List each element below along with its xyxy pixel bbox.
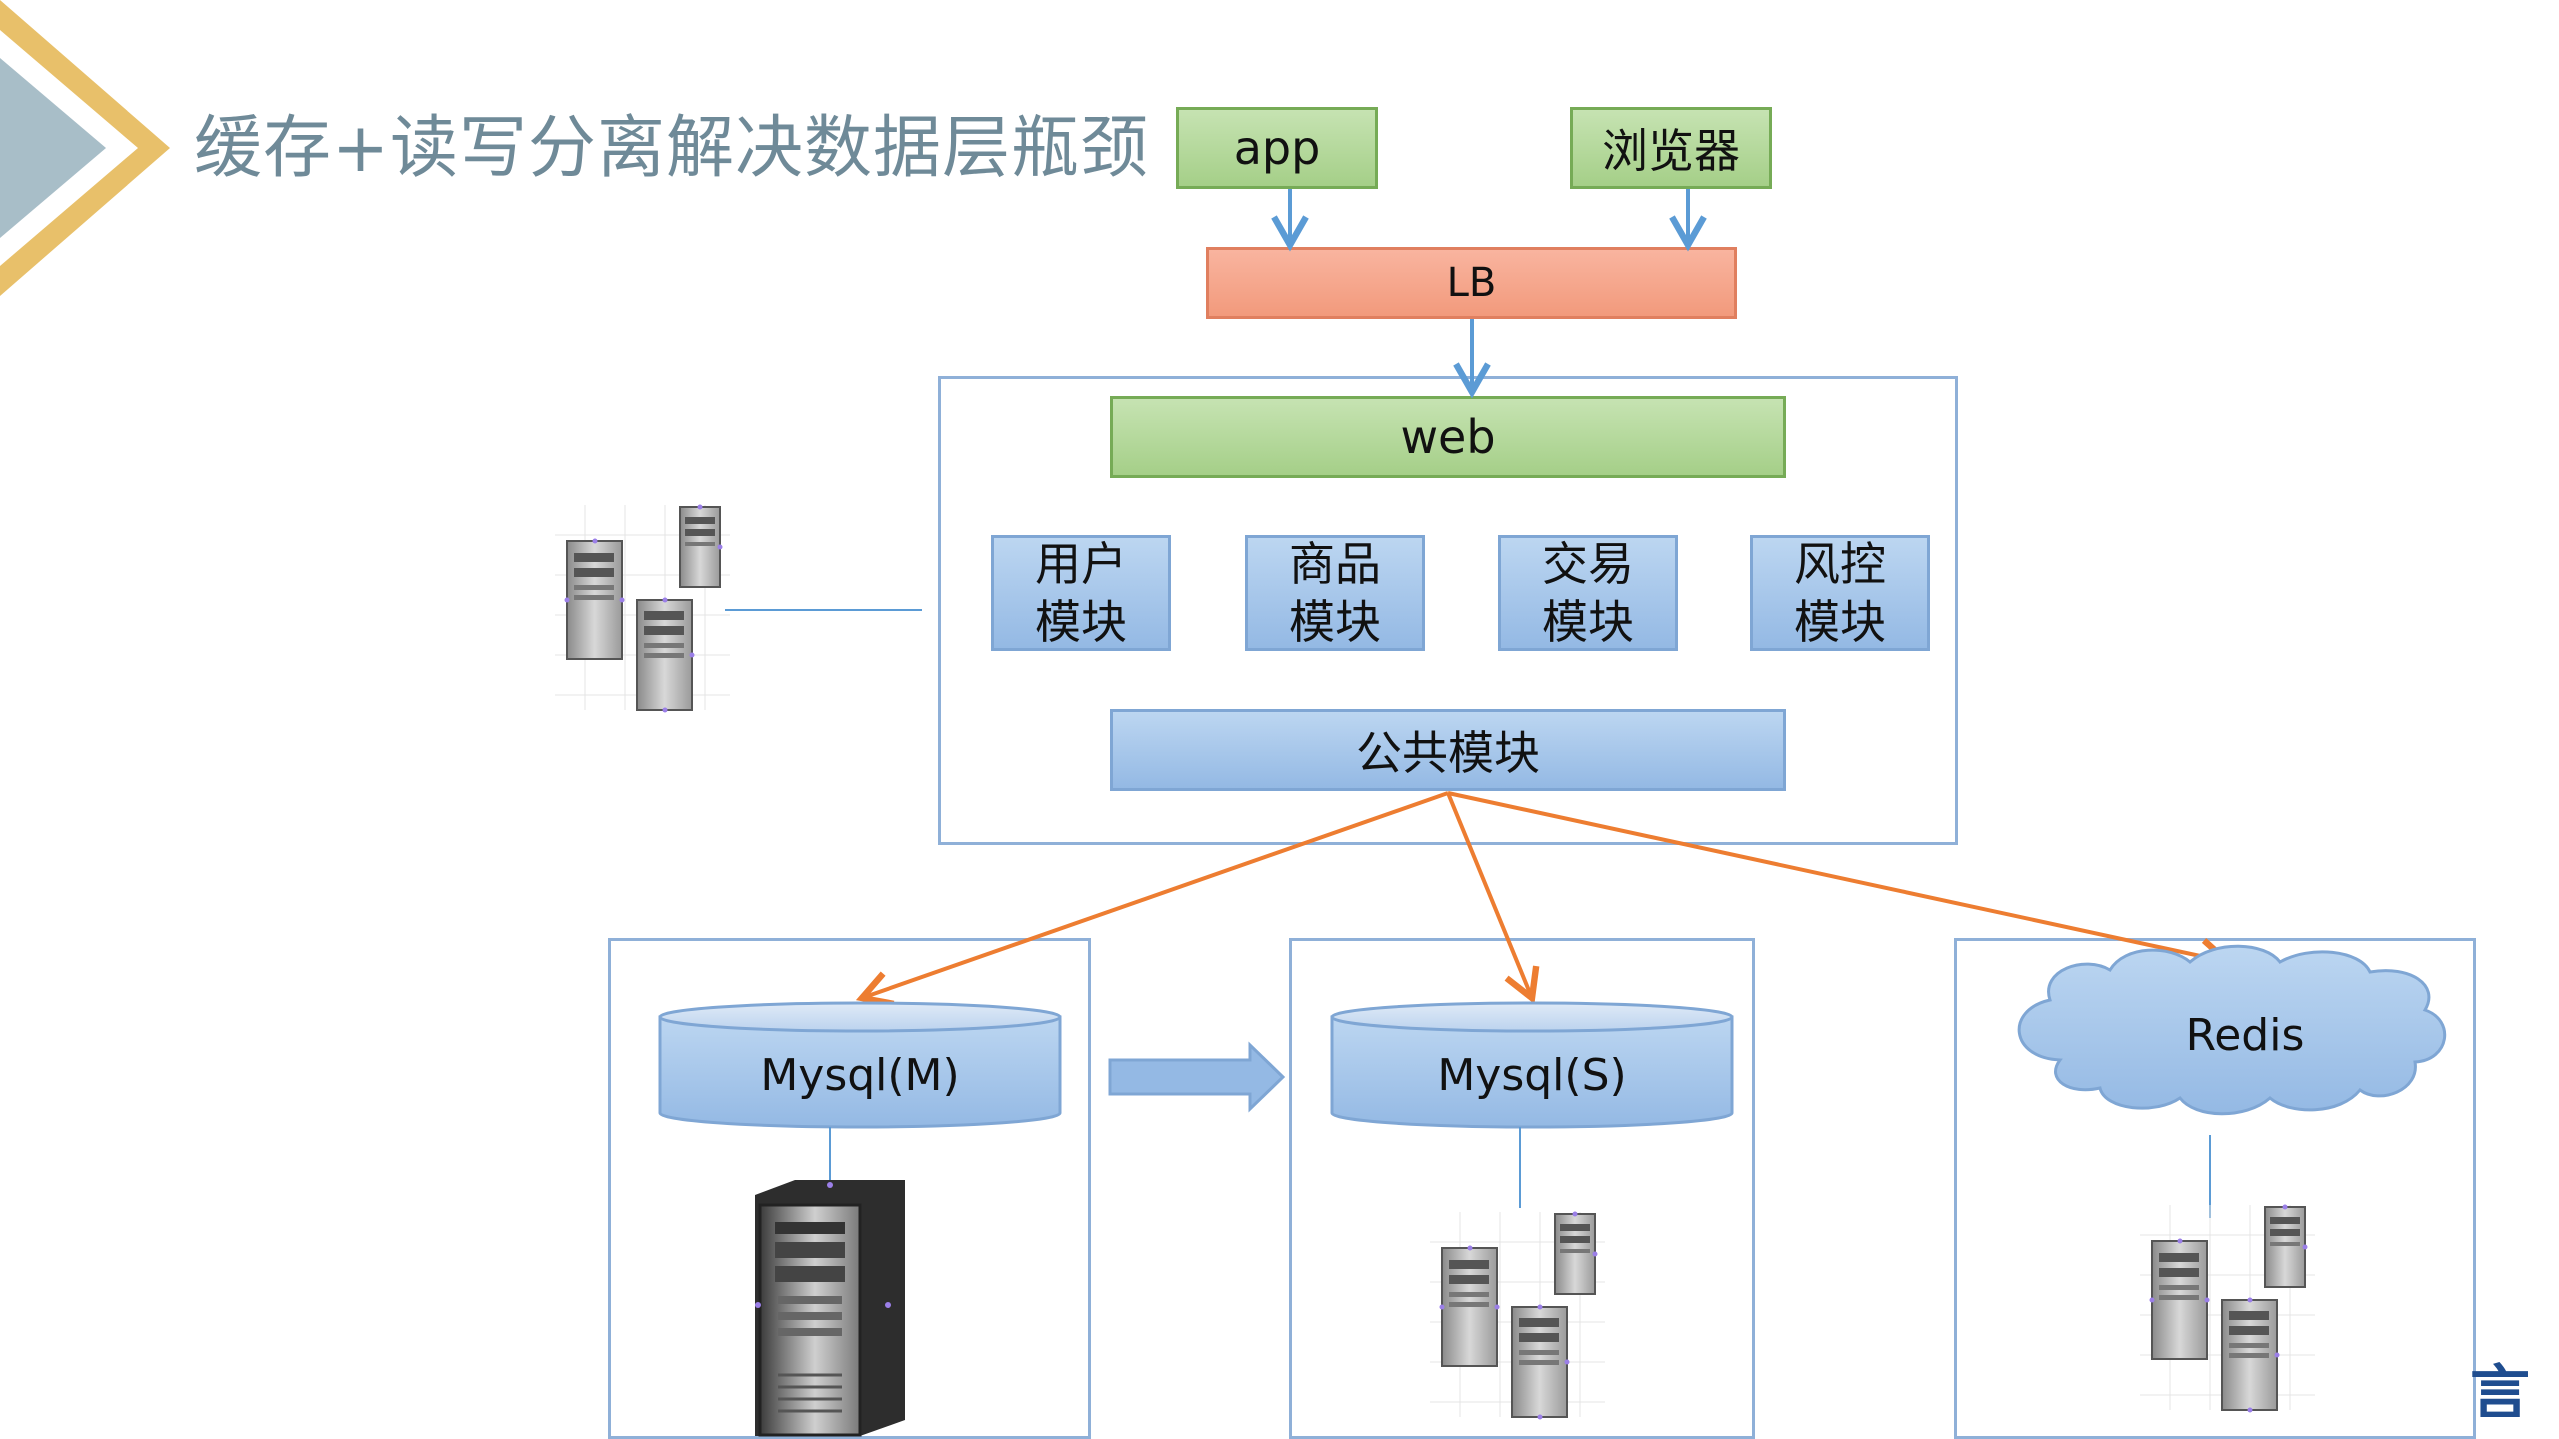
mysql-slave-cylinder	[1330, 1001, 1734, 1129]
page-title: 缓存+读写分离解决数据层瓶颈	[194, 109, 1149, 188]
mysql-slave-frame	[1289, 938, 1755, 1439]
replication-arrow	[1108, 1041, 1286, 1113]
user-module-label-line2: 模块	[1035, 595, 1127, 649]
goods-module-label-line2: 模块	[1289, 595, 1381, 649]
common-to-redis-arrow	[1447, 791, 2235, 975]
common-to-master-arrow	[855, 791, 1449, 1008]
redis-label: Redis	[2185, 1009, 2305, 1061]
browser-client-box: 浏览器	[1570, 107, 1772, 189]
mysql-slave-server-cluster-icon	[1429, 1210, 1606, 1421]
redis-server-cluster-icon	[2139, 1203, 2316, 1414]
user-module-label-line1: 用户	[1035, 537, 1127, 591]
application-frame	[938, 376, 1958, 845]
mysql-master-cylinder	[658, 1001, 1062, 1129]
web-layer-box: web	[1110, 396, 1786, 478]
mysql-master-tower-server-icon	[755, 1180, 905, 1437]
redis-cloud	[2017, 944, 2447, 1116]
load-balancer-box: LB	[1206, 247, 1737, 319]
mysql-master-frame	[608, 938, 1091, 1439]
risk-module-label-line2: 模块	[1794, 595, 1886, 649]
trade-module-label-line2: 模块	[1542, 595, 1634, 649]
common-module-box: 公共模块	[1110, 709, 1786, 791]
mysql-master-label: Mysql(M)	[760, 1049, 960, 1101]
goods-module-box: 商品 模块	[1245, 535, 1425, 651]
mysql-slave-label: Mysql(S)	[1437, 1049, 1627, 1101]
trade-module-label-line1: 交易	[1542, 537, 1634, 591]
risk-module-box: 风控 模块	[1750, 535, 1930, 651]
app-client-box: app	[1176, 107, 1378, 189]
risk-module-label-line1: 风控	[1794, 537, 1886, 591]
corner-chevron-decoration	[0, 0, 170, 296]
app-server-cluster-icon	[554, 503, 731, 714]
user-module-box: 用户 模块	[991, 535, 1171, 651]
goods-module-label-line1: 商品	[1289, 537, 1381, 591]
common-to-slave-arrow	[1446, 792, 1540, 1004]
corner-logo-fragment: 言	[2470, 1359, 2530, 1417]
trade-module-box: 交易 模块	[1498, 535, 1678, 651]
